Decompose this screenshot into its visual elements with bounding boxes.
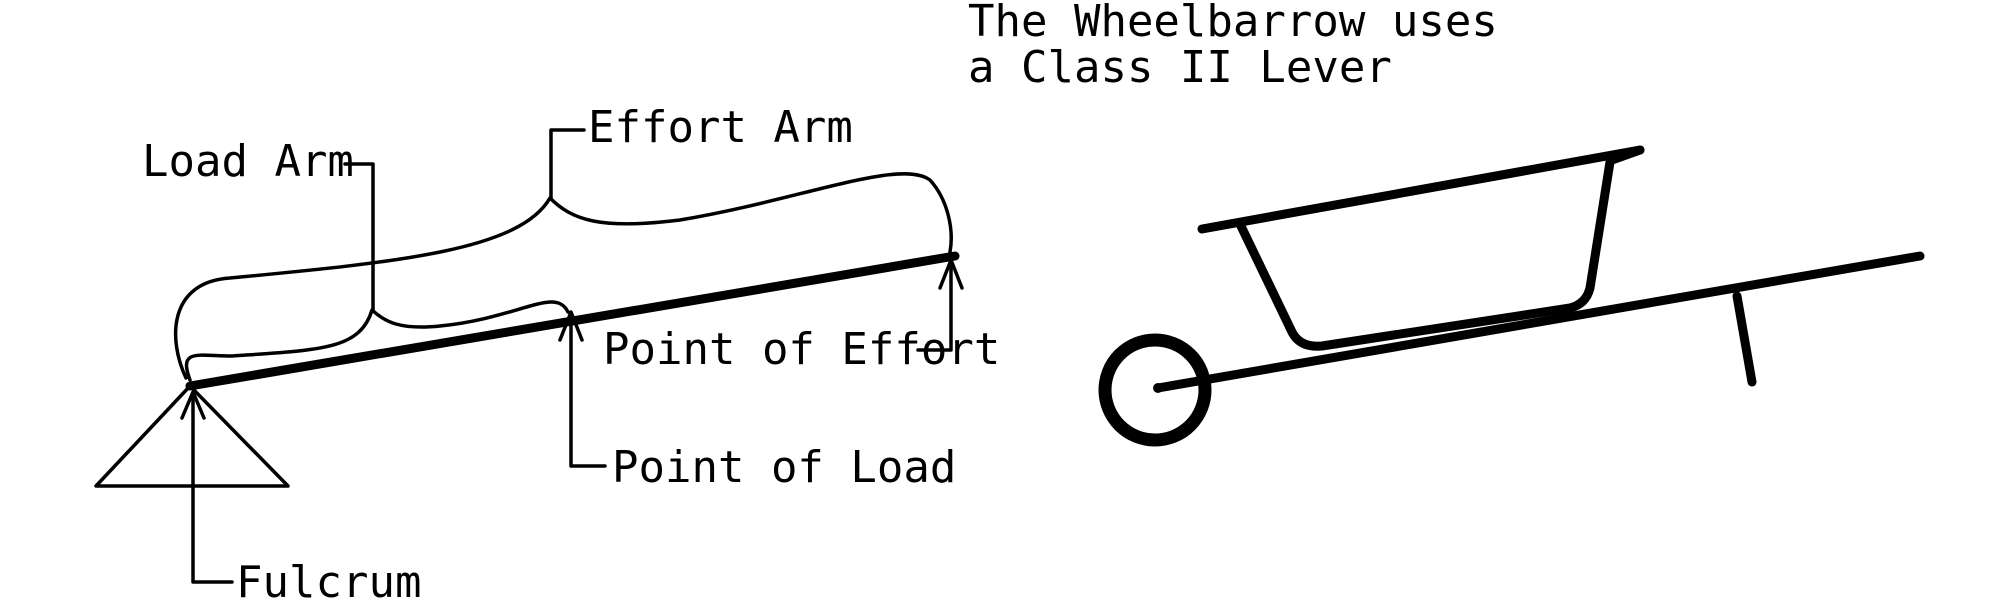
point-of-load-arrow-head: [558, 310, 584, 342]
point-of-effort-label: Point of Effort: [603, 324, 1000, 375]
fulcrum-label: Fulcrum: [236, 557, 421, 600]
fulcrum-arrow-line: [191, 394, 234, 584]
point-of-load-arrow-line: [569, 314, 607, 468]
fulcrum-arrow-head: [180, 390, 206, 420]
effort-arm-label: Effort Arm: [588, 102, 853, 153]
wheelbarrow-leg: [1732, 291, 1757, 387]
point-of-effort-arrow-line: [916, 260, 953, 352]
wheelbarrow-tray-body: [1235, 157, 1615, 351]
effort-arm-brace: [173, 172, 953, 380]
point-of-load-label: Point of Load: [612, 442, 956, 493]
point-of-effort-arrow-head: [938, 258, 964, 290]
title-line-1: The Wheelbarrow uses: [968, 0, 1498, 47]
load-arm-brace: [184, 300, 570, 382]
title-line-2: a Class II Lever: [968, 42, 1392, 93]
wheelbarrow-frame: [1153, 251, 1925, 393]
wheelbarrow-tray-rim: [1197, 145, 1645, 234]
load-arm-label: Load Arm: [142, 136, 354, 187]
wheelbarrow-tray-rim-end: [1607, 145, 1645, 165]
wheelbarrow-wheel: [1098, 333, 1212, 447]
effort-arm-leader: [549, 128, 586, 200]
